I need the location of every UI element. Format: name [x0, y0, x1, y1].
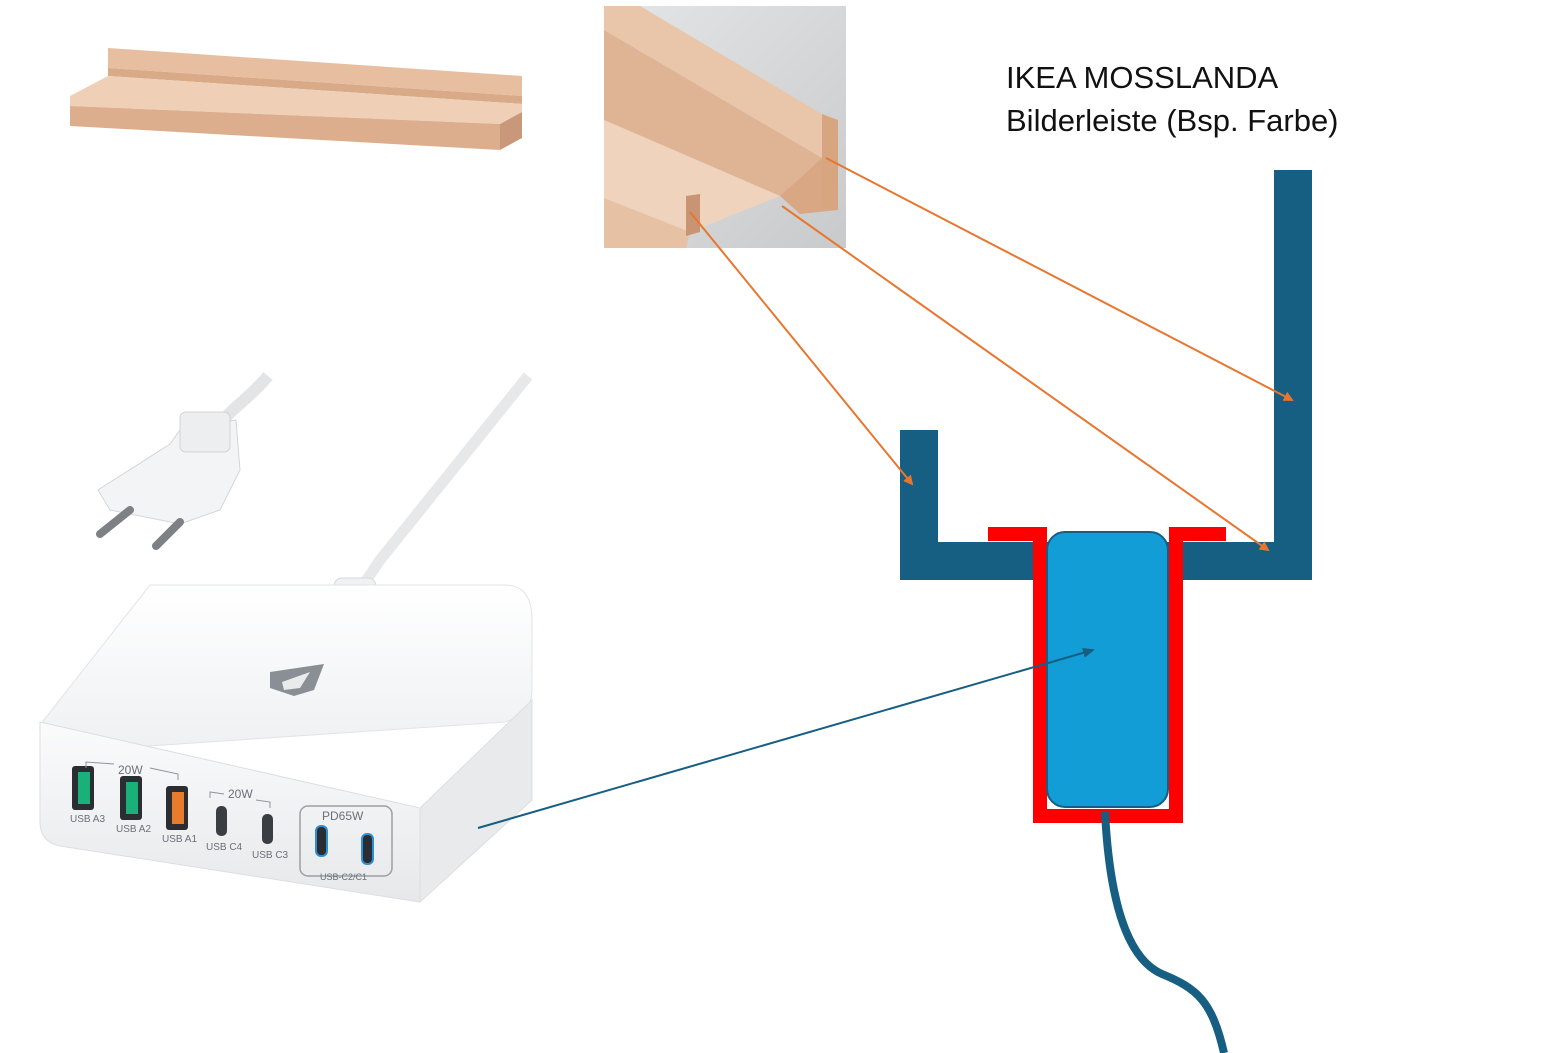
- pd-ports-label: USB-C2/C1: [320, 872, 367, 882]
- usb-a3-port-icon: [72, 766, 94, 810]
- pd-group-label: PD65W: [322, 809, 364, 823]
- usb-c4-port-icon: [216, 806, 227, 836]
- port-label-usb-a1: USB A1: [162, 834, 197, 845]
- product-description: Bilderleiste (Bsp. Farbe): [1006, 103, 1339, 138]
- arrow-charger: [477, 647, 1095, 829]
- product-label: IKEA MOSSLANDA Bilderleiste (Bsp. Farbe): [1006, 56, 1339, 142]
- charger-cable: [1101, 811, 1228, 1053]
- shelf-back-wall: [1274, 170, 1312, 580]
- arrows: [477, 157, 1294, 829]
- usb-a2-port-icon: [120, 776, 142, 820]
- usb-a1-port-icon: [166, 786, 188, 830]
- usb-c2-port-icon: [315, 825, 328, 857]
- plug-icon: [96, 411, 241, 550]
- shelf-cross-section: [900, 170, 1312, 1053]
- brand-logo-icon: [270, 664, 324, 696]
- shelf-closeup-image: [604, 6, 846, 248]
- usb-c1-port-icon: [361, 833, 374, 865]
- arrow-bottom: [781, 205, 1270, 552]
- usb-c3-port-icon: [262, 814, 273, 844]
- port-label-usb-a2: USB A2: [116, 824, 151, 835]
- charger-product-image: 20W 20W PD65W USB-C2/C1 USB A3 USB A2 US…: [39, 372, 533, 904]
- port-label-usb-c3: USB C3: [252, 850, 289, 861]
- shelf-product-image: [70, 48, 522, 150]
- port-label-usb-a3: USB A3: [70, 814, 105, 825]
- usb-a-group-label: 20W: [118, 763, 143, 777]
- product-name: IKEA MOSSLANDA: [1006, 60, 1279, 95]
- arrow-back-wall: [825, 157, 1294, 401]
- arrow-front-lip: [689, 211, 914, 486]
- charger-block: [1046, 531, 1169, 808]
- usb-c-group-label: 20W: [228, 787, 253, 801]
- port-label-usb-c4: USB C4: [206, 842, 243, 853]
